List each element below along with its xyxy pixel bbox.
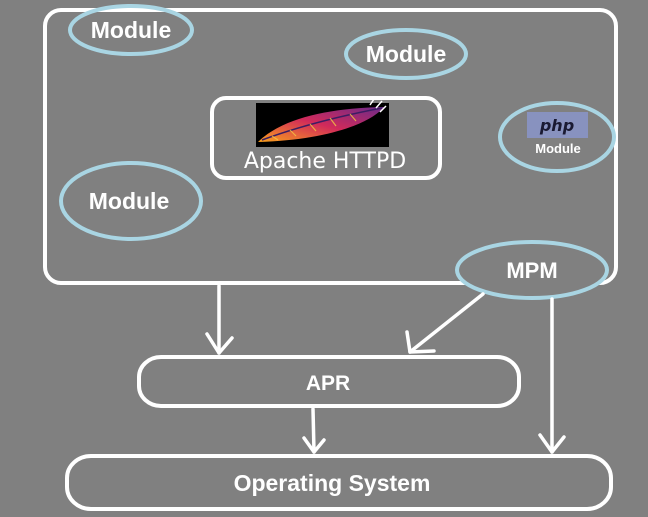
httpd-container [43,8,618,285]
arrow-mpm-to-os [538,297,566,454]
php-module-label: Module [535,141,581,156]
apache-httpd-core: Apache HTTPD [210,96,442,180]
module-label: Module [89,188,170,214]
arrow-httpd-to-apr [205,284,234,355]
mpm-label: MPM [506,258,557,283]
php-module: php Module [498,101,616,173]
apache-httpd-label: Apache HTTPD [244,149,406,174]
apache-feather-icon [256,98,389,147]
php-badge-text: php [539,116,574,135]
module-label: Module [91,17,172,43]
module-label: Module [366,41,447,67]
module-top-center: Module [344,28,468,80]
apr-layer: APR [137,355,521,408]
operating-system-label: Operating System [234,470,431,496]
module-left: Module [59,161,203,241]
module-top-left: Module [68,4,194,56]
arrow-apr-to-os [302,407,326,454]
php-logo-icon: php [527,112,588,138]
arrow-mpm-to-apr [405,292,485,354]
apr-label: APR [306,372,350,395]
mpm-node: MPM [455,240,609,300]
operating-system-layer: Operating System [65,454,613,511]
